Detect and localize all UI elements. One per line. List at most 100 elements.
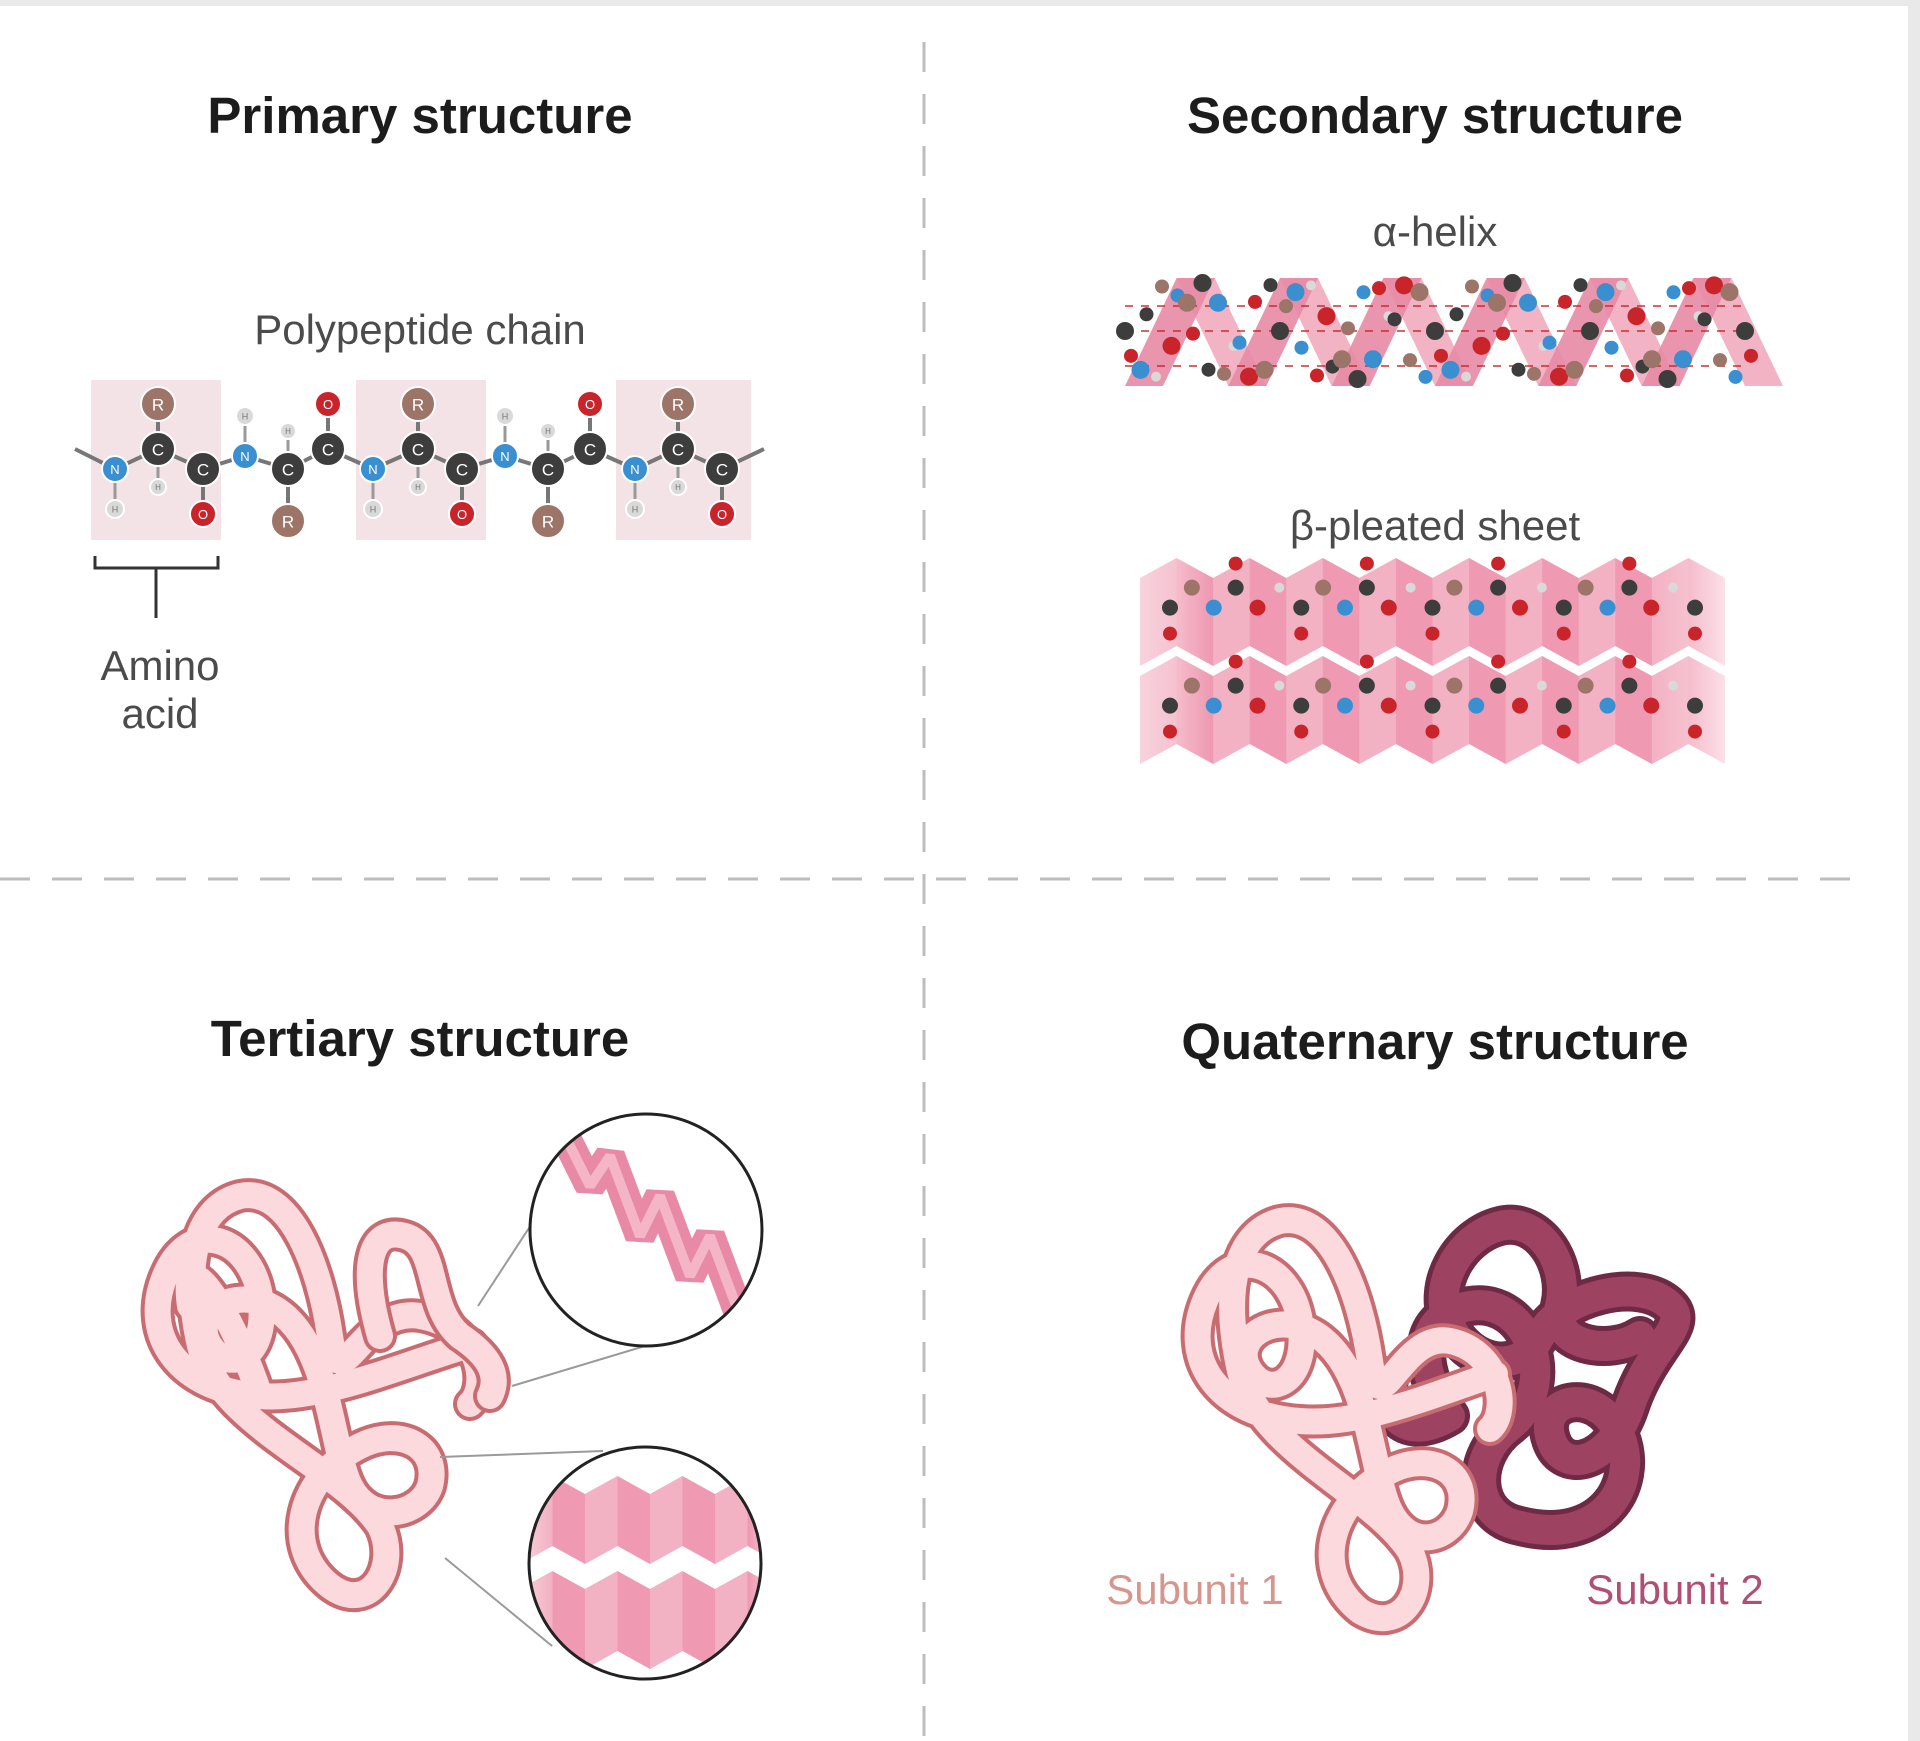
svg-text:C: C	[584, 440, 596, 459]
sheet-top-atom-5	[1274, 582, 1285, 593]
svg-text:H: H	[632, 504, 639, 514]
subunit-2-label: Subunit 2	[1586, 1566, 1764, 1613]
helix-atom-25	[1310, 368, 1324, 383]
sheet-bottom-o-0	[1163, 724, 1177, 739]
svg-text:H: H	[545, 427, 551, 436]
helix-atom-73	[1682, 281, 1696, 296]
sheet-top-fold-15	[1651, 558, 1689, 666]
atom-ha-4: H	[669, 478, 687, 496]
sheet-top-o-12	[1425, 626, 1440, 641]
svg-text:H: H	[242, 411, 249, 421]
sheet-top-atom-12	[1424, 599, 1441, 616]
sheet-top-atom-17	[1536, 582, 1547, 593]
svg-text:C: C	[412, 440, 424, 459]
helix-atom-57	[1558, 294, 1572, 309]
helix-atom-22	[1286, 283, 1305, 302]
sheet-top-atom-1	[1183, 579, 1200, 596]
svg-text:H: H	[675, 483, 681, 492]
amino-acid-label-line2: acid	[121, 690, 199, 737]
svg-text:C: C	[456, 460, 468, 479]
sheet-bottom-atom-15	[1490, 677, 1507, 694]
svg-text:C: C	[542, 460, 554, 479]
helix-atom-43	[1449, 307, 1464, 322]
helix-atom-39	[1418, 369, 1433, 384]
svg-text:N: N	[240, 449, 249, 464]
svg-text:O: O	[323, 397, 333, 412]
atom-h-2: H	[363, 499, 383, 519]
sheet-bottom-o-6	[1294, 724, 1309, 739]
helix-atom-33	[1372, 281, 1386, 296]
zoom-sheet-top-fold-5	[650, 1476, 683, 1564]
sheet-top-atom-14	[1468, 599, 1485, 616]
atom-ca-1: C	[270, 451, 306, 487]
helix-atom-17	[1248, 294, 1262, 309]
helix-atom-45	[1465, 279, 1479, 294]
sheet-top-atom-9	[1358, 579, 1375, 596]
sheet-bottom-o-21	[1622, 654, 1637, 669]
svg-text:R: R	[282, 512, 294, 531]
atom-ca-3: C	[530, 451, 566, 487]
helix-atom-15	[1232, 335, 1247, 350]
sheet-bottom-o-24	[1688, 724, 1702, 739]
sheet-bottom-fold-15	[1651, 656, 1689, 764]
svg-text:H: H	[112, 504, 119, 514]
helix-atom-44	[1461, 371, 1471, 382]
helix-atom-79	[1728, 369, 1743, 384]
sheet-bottom-atom-2	[1205, 697, 1222, 714]
sheet-bottom-atom-17	[1536, 680, 1547, 691]
helix-atom-19	[1263, 278, 1278, 293]
svg-text:R: R	[672, 395, 684, 414]
svg-text:N: N	[630, 462, 639, 477]
sheet-bottom-atom-5	[1274, 680, 1285, 691]
sheet-top-o-24	[1688, 626, 1702, 641]
polypeptide-chain-label: Polypeptide chain	[254, 306, 586, 353]
secondary-structure-title: Secondary structure	[1186, 87, 1683, 144]
helix-atom-48	[1488, 293, 1506, 312]
helix-atom-16	[1240, 367, 1258, 386]
helix-atom-38	[1410, 283, 1429, 302]
helix-atom-68	[1643, 350, 1661, 369]
helix-atom-0	[1116, 322, 1134, 340]
svg-text:O: O	[585, 397, 595, 412]
sheet-bottom-atom-21	[1621, 677, 1638, 694]
alpha-helix-ribbon	[1116, 274, 1783, 388]
helix-atom-9	[1186, 326, 1200, 341]
helix-atom-21	[1279, 299, 1293, 314]
atom-c-0: C	[185, 451, 221, 487]
primary-structure-title: Primary structure	[207, 87, 633, 144]
atom-ha-2: H	[409, 478, 427, 496]
sheet-top-atom-15	[1490, 579, 1507, 596]
atom-n-0: N	[101, 455, 129, 483]
atom-h-4: H	[625, 499, 645, 519]
helix-atom-75	[1697, 312, 1712, 327]
sheet-bottom-atom-9	[1358, 677, 1375, 694]
sheet-top-o-18	[1556, 626, 1571, 641]
svg-text:C: C	[152, 440, 164, 459]
helix-atom-31	[1356, 285, 1371, 300]
tertiary-structure-title: Tertiary structure	[210, 1010, 630, 1067]
atom-ha-1: H	[279, 422, 297, 440]
helix-atom-59	[1573, 278, 1588, 293]
helix-atom-29	[1341, 321, 1355, 336]
sheet-bottom-atom-24	[1687, 697, 1703, 714]
svg-text:C: C	[197, 460, 209, 479]
atom-o-4: O	[708, 500, 736, 528]
sheet-bottom-atom-14	[1468, 697, 1485, 714]
helix-atom-6	[1162, 336, 1181, 355]
sheet-bottom-atom-1	[1183, 677, 1200, 694]
svg-text:C: C	[672, 440, 684, 459]
helix-atom-32	[1364, 350, 1382, 369]
helix-atom-81	[1744, 348, 1758, 363]
sheet-bottom-atom-23	[1668, 680, 1679, 691]
atom-h-0: H	[105, 499, 125, 519]
tertiary-protein	[140, 1112, 764, 1681]
zoom-circle-helix	[528, 1112, 764, 1348]
zoom-circle-sheet	[527, 1445, 763, 1681]
sheet-top-o-15	[1491, 556, 1506, 571]
sheet-top-atom-2	[1205, 599, 1222, 616]
sheet-top-o-0	[1163, 626, 1177, 641]
beta-pleated-sheet	[1140, 556, 1725, 764]
sheet-bottom-atom-11	[1405, 680, 1416, 691]
